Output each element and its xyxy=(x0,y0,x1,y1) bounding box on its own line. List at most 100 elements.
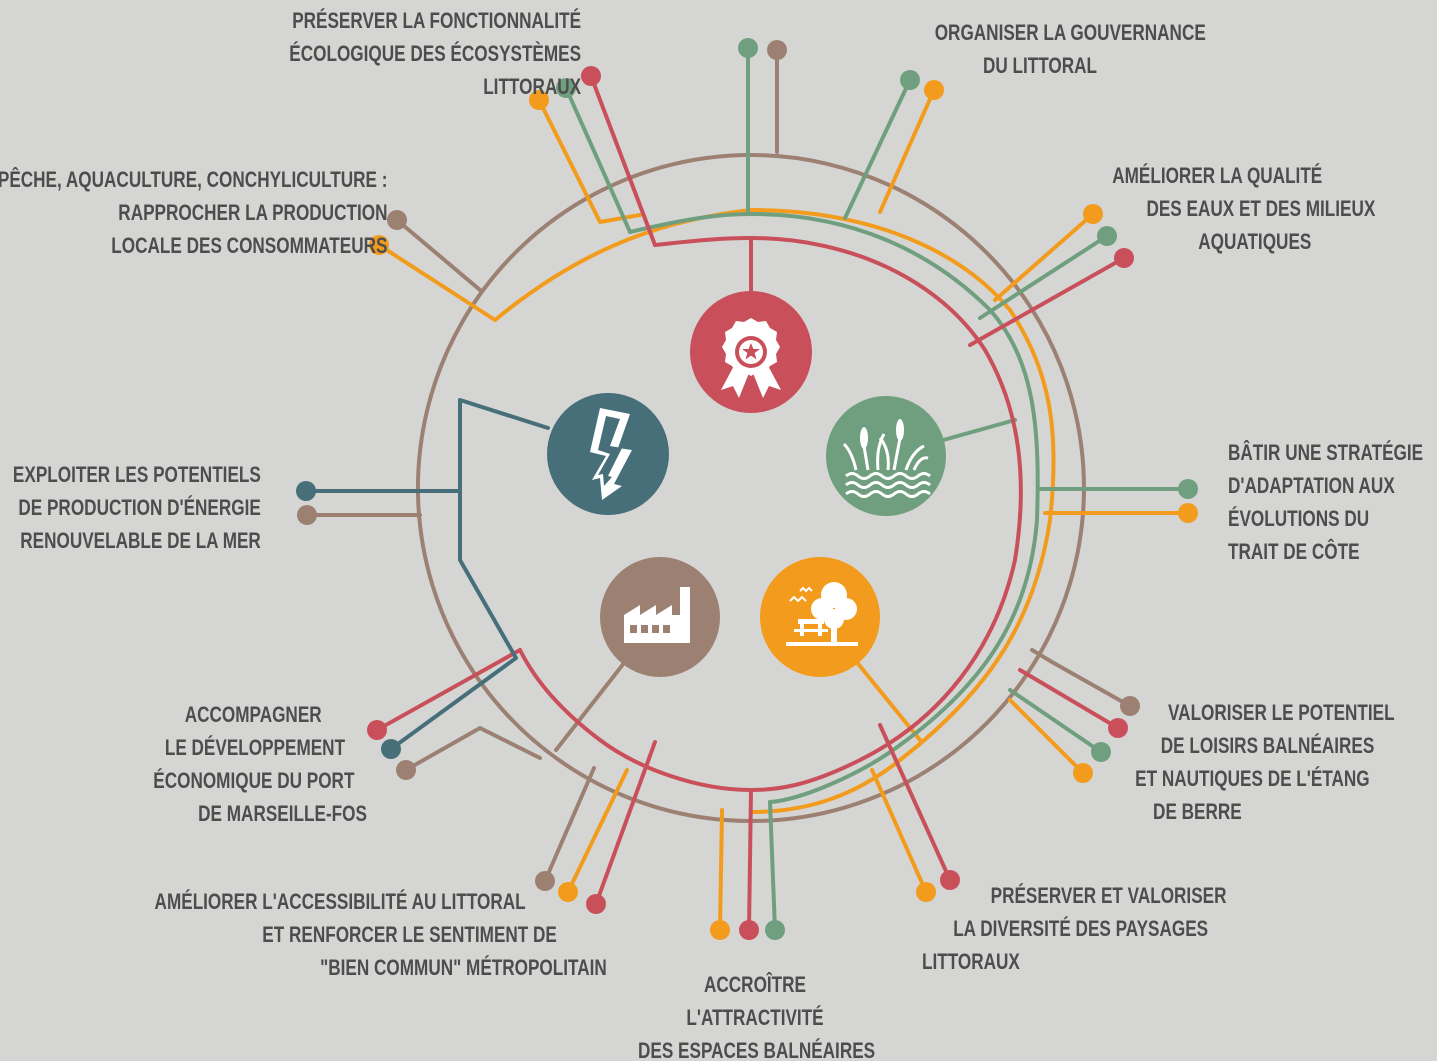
red-connector-dot xyxy=(367,720,387,740)
brown-connector-dot xyxy=(396,760,416,780)
label-line: BÂTIR UNE STRATÉGIE xyxy=(1228,440,1424,465)
label-line: RAPPROCHER LA PRODUCTION xyxy=(117,200,387,225)
teal-connector-line xyxy=(389,489,518,751)
label-qualite-eaux: AMÉLIORER LA QUALITÉ DES EAUX ET DES MIL… xyxy=(1112,159,1375,258)
label-line: L'ATTRACTIVITÉ xyxy=(686,1005,824,1030)
label-port: ACCOMPAGNER LE DÉVELOPPEMENT ÉCONOMIQUE … xyxy=(153,698,367,830)
green-connector-dot xyxy=(1178,479,1198,499)
orange-connector-dot xyxy=(1073,763,1093,783)
green-connector-dot xyxy=(900,70,920,90)
orange-connector-dot xyxy=(710,920,730,940)
hub-award[interactable] xyxy=(690,291,812,413)
label-line: DES EAUX ET DES MILIEUX xyxy=(1146,196,1375,221)
brown-connector-dot xyxy=(387,210,407,230)
orange-connector-line xyxy=(878,88,936,214)
label-etang-berre: VALORISER LE POTENTIEL DE LOISIRS BALNÉA… xyxy=(1136,696,1395,828)
green-connector-line xyxy=(628,212,1040,804)
brown-connector-line xyxy=(404,726,542,772)
orange-connector-line xyxy=(566,768,629,894)
teal-connector-dot xyxy=(381,739,401,759)
orange-connector-dot xyxy=(916,882,936,902)
hub-factory[interactable] xyxy=(600,557,720,677)
label-line: LE DÉVELOPPEMENT xyxy=(164,735,346,760)
hub-wetland[interactable] xyxy=(826,396,946,516)
brown-connector-line xyxy=(1030,648,1132,708)
label-line: ACCROÎTRE xyxy=(703,972,807,997)
label-line: DU LITTORAL xyxy=(982,53,1098,78)
orange-connector-dot xyxy=(1083,204,1103,224)
label-line: ÉVOLUTIONS DU xyxy=(1228,506,1370,531)
label-line: DE PRODUCTION D'ÉNERGIE xyxy=(18,495,261,520)
teal-connector-dot xyxy=(296,481,316,501)
label-organiser-gouvernance: ORGANISER LA GOUVERNANCE DU LITTORAL xyxy=(935,16,1206,82)
label-line: PRÉSERVER LA FONCTIONNALITÉ xyxy=(292,8,581,33)
orange-connector-line xyxy=(377,243,497,322)
orange-connector-line xyxy=(1008,698,1085,775)
label-peche: PÊCHE, AQUACULTURE, CONCHYLICULTURE : RA… xyxy=(0,163,387,262)
lightning-icon xyxy=(590,408,632,500)
label-line: ET RENFORCER LE SENTIMENT DE xyxy=(262,922,558,947)
orange-connector-line xyxy=(718,808,724,932)
brown-connector-dot xyxy=(1120,696,1140,716)
red-connector-line xyxy=(968,256,1126,347)
orange-connector-line xyxy=(537,98,642,224)
red-connector-dot xyxy=(581,66,601,86)
brown-connector-line xyxy=(395,218,482,292)
green-connector-line xyxy=(564,86,632,234)
green-connector-line xyxy=(1008,688,1103,754)
orange-connector-line xyxy=(870,768,928,894)
label-line: DE MARSEILLE-FOS xyxy=(198,801,367,826)
label-line: PRÉSERVER ET VALORISER xyxy=(990,883,1227,908)
hub-energy[interactable] xyxy=(547,393,669,515)
orange-connector-dot xyxy=(369,235,389,255)
label-line: AMÉLIORER L'ACCESSIBILITÉ AU LITTORAL xyxy=(154,889,526,914)
connector-dots xyxy=(296,38,1198,940)
label-line: DES ESPACES BALNÉAIRES xyxy=(638,1038,876,1061)
label-line: DE BERRE xyxy=(1153,799,1243,824)
red-connector-line xyxy=(589,74,657,247)
brown-connector-dot xyxy=(535,871,555,891)
orange-connector-dot xyxy=(924,80,944,100)
green-connector-dot xyxy=(738,38,758,58)
red-connector-dot xyxy=(1114,248,1134,268)
orange-connector-line xyxy=(993,212,1095,302)
orange-connector-dot xyxy=(1178,503,1198,523)
label-energie: EXPLOITER LES POTENTIELS DE PRODUCTION D… xyxy=(13,458,261,557)
brown-connector-dot xyxy=(767,40,787,60)
label-line: LOCALE DES CONSOMMATEURS xyxy=(110,233,388,258)
label-line: "BIEN COMMUN" MÉTROPOLITAIN xyxy=(320,955,607,980)
green-connector-line xyxy=(843,78,912,220)
label-line: LITTORAUX xyxy=(922,949,1020,974)
orange-connector-dot xyxy=(529,90,549,110)
green-connector-dot xyxy=(556,78,576,98)
green-connector-dot xyxy=(765,920,785,940)
red-connector-line xyxy=(375,648,522,732)
red-connector-line xyxy=(594,740,657,906)
red-connector-dot xyxy=(1108,718,1128,738)
brown-connector-line xyxy=(543,766,596,883)
red-connector-line xyxy=(1018,668,1120,730)
label-line: VALORISER LE POTENTIEL xyxy=(1168,700,1395,725)
red-connector-dot xyxy=(586,894,606,914)
orange-connector-dot xyxy=(558,882,578,902)
green-connector-dot xyxy=(1091,742,1111,762)
green-connector-line xyxy=(978,234,1109,320)
label-paysages: PRÉSERVER ET VALORISER LA DIVERSITÉ DES … xyxy=(922,879,1226,978)
label-line: ÉCOLOGIQUE DES ÉCOSYSTÈMES xyxy=(289,41,581,66)
label-line: DE LOISIRS BALNÉAIRES xyxy=(1161,733,1375,758)
label-line: LITTORAUX xyxy=(483,74,581,99)
red-connector-line xyxy=(518,236,1023,792)
label-line: D'ADAPTATION AUX xyxy=(1228,473,1395,498)
wetland-reeds-icon xyxy=(842,419,931,498)
green-connector-line xyxy=(768,800,777,932)
factory-icon xyxy=(624,587,690,643)
label-line: LA DIVERSITÉ DES PAYSAGES xyxy=(953,916,1209,941)
label-line: ÉCONOMIQUE DU PORT xyxy=(153,768,355,793)
label-line: PÊCHE, AQUACULTURE, CONCHYLICULTURE : xyxy=(0,167,387,192)
label-line: AQUATIQUES xyxy=(1197,229,1312,254)
hub-park[interactable] xyxy=(760,557,880,677)
label-balneaires: ACCROÎTRE L'ATTRACTIVITÉ DES ESPACES BAL… xyxy=(638,968,876,1061)
green-connector-dot xyxy=(1097,226,1117,246)
teal-connector-line xyxy=(304,398,550,493)
label-preserver-fonctionnalite: PRÉSERVER LA FONCTIONNALITÉ ÉCOLOGIQUE D… xyxy=(289,4,581,103)
